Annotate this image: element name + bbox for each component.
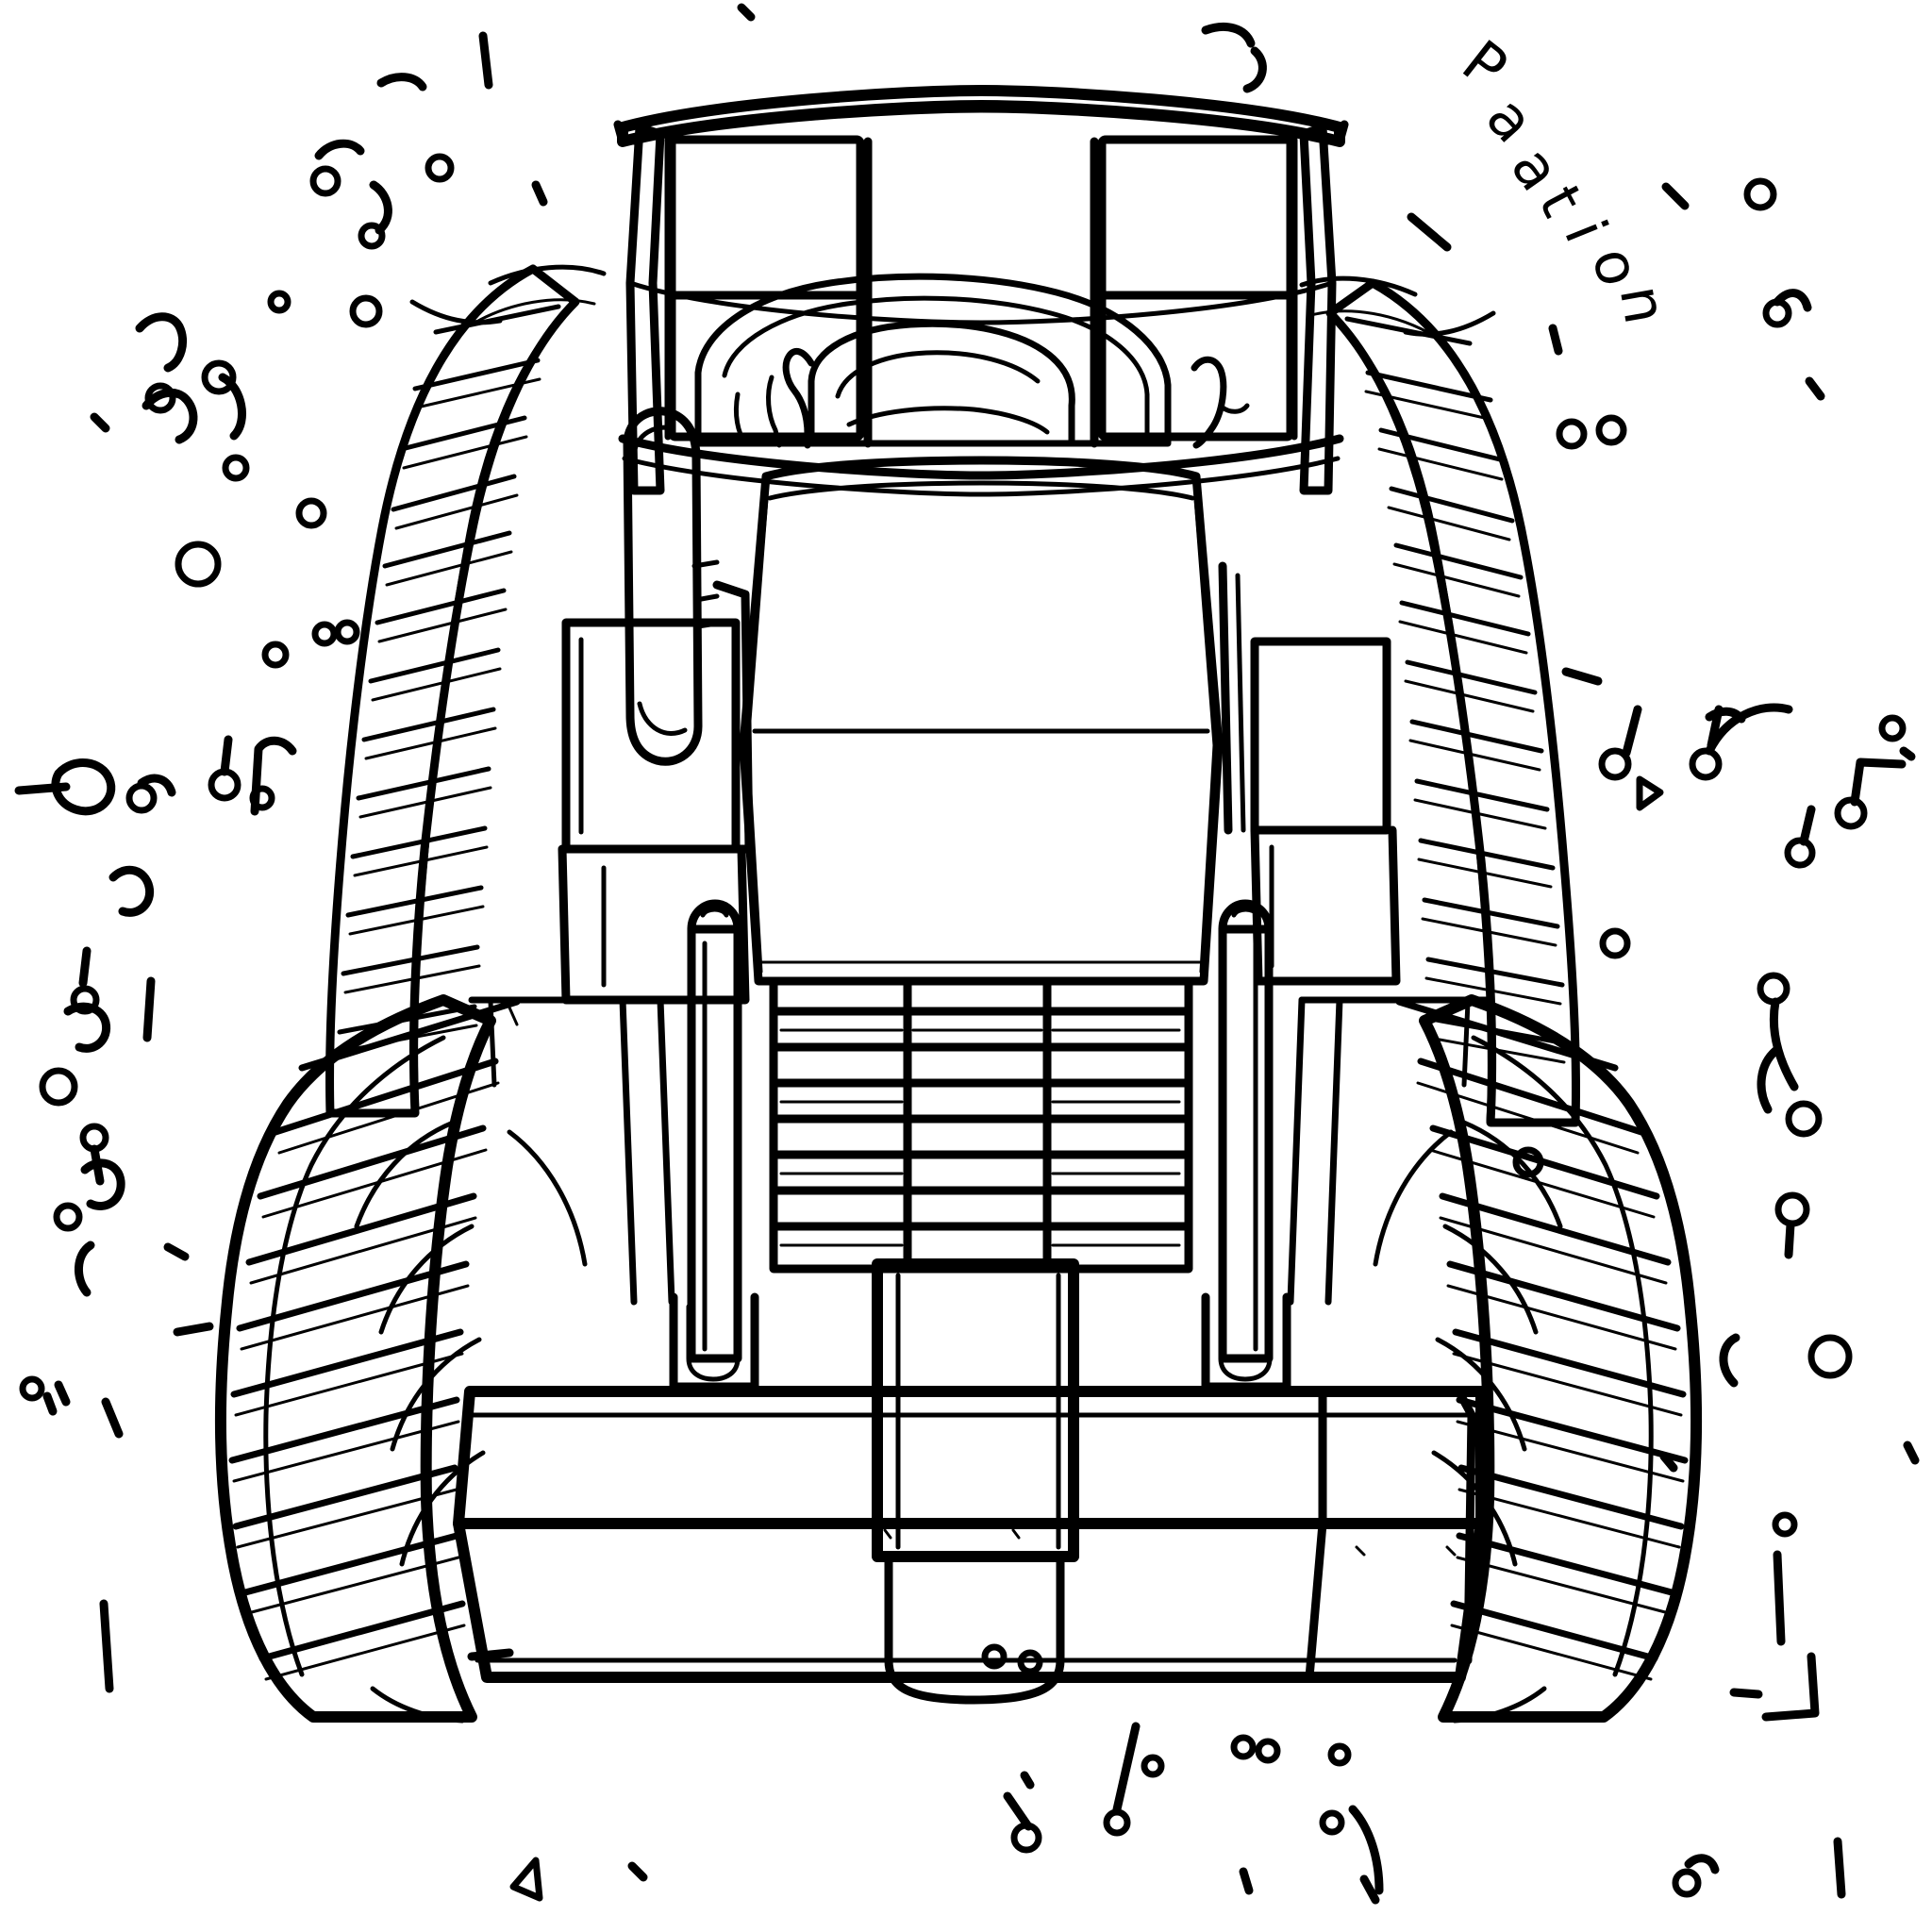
cab-structure <box>618 123 1344 497</box>
blade-push-arms <box>619 996 1343 1306</box>
left-track <box>325 264 607 1118</box>
right-front-track <box>1395 994 1703 1724</box>
exhaust-stack <box>623 407 725 766</box>
dozer-blade <box>453 1258 1487 1705</box>
undercarriage-frame <box>468 996 1494 1267</box>
rops-canopy <box>613 85 1349 147</box>
right-track <box>1299 275 1580 1127</box>
cab-interior <box>694 273 1250 449</box>
engine-hood <box>739 456 1224 986</box>
lift-cylinders <box>669 899 1291 1391</box>
